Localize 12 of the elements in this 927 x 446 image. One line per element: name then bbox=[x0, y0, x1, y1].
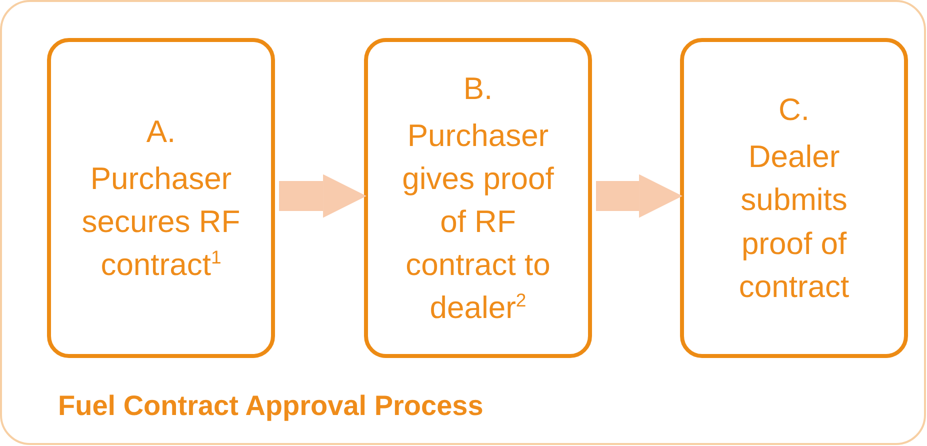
step-box bbox=[680, 38, 908, 358]
step-letter: A. bbox=[146, 112, 176, 151]
step-box bbox=[47, 38, 275, 358]
block-arrow bbox=[279, 174, 367, 218]
panel-label: Fuel Contract Approval Process bbox=[58, 390, 484, 422]
block-arrow bbox=[596, 174, 683, 218]
step-text: Dealer submits proof of contract bbox=[738, 138, 850, 306]
step-letter: B. bbox=[463, 70, 493, 108]
step-text: Purchaser gives proof of RF contract to dealer$^{2}$ bbox=[401, 116, 555, 328]
step-box bbox=[364, 38, 592, 358]
step-letter: C. bbox=[778, 91, 810, 130]
step-text: Purchaser secures RF contract$^{1}$ bbox=[80, 160, 242, 284]
